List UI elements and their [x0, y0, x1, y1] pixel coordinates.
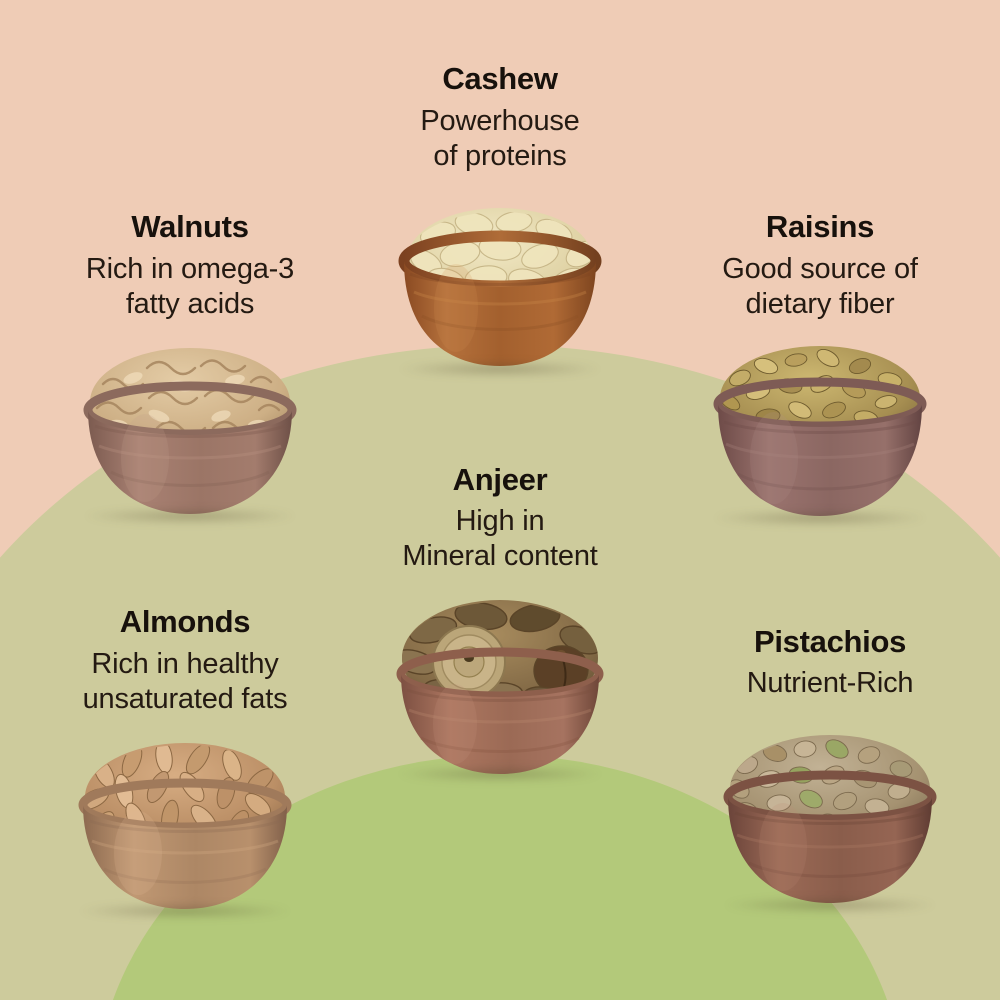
pistachios-desc-line1: Nutrient-Rich	[746, 666, 914, 699]
almonds-desc: Rich in healthy unsaturated fats	[25, 647, 345, 718]
item-pistachios: Pistachios Nutrient-Rich	[680, 624, 980, 914]
walnuts-bowl-wrap	[71, 340, 309, 525]
walnuts-label-block: Walnuts Rich in omega-3 fatty acids	[35, 209, 345, 323]
raisins-label-block: Raisins Good source of dietary fiber	[660, 209, 980, 323]
raisins-bowl-wrap	[700, 340, 940, 527]
walnuts-desc-line2: fatty acids	[125, 288, 255, 321]
anjeer-desc-line2: Mineral content	[402, 540, 598, 573]
almond-bowl-icon	[78, 743, 292, 910]
cashew-desc-line1: Powerhouse	[420, 104, 580, 137]
walnuts-title: Walnuts	[131, 209, 249, 244]
anjeer-bowl-wrap	[385, 596, 615, 783]
almonds-desc-line1: Rich in healthy	[91, 647, 279, 680]
pistachios-bowl-wrap	[711, 731, 949, 914]
pistachios-label-block: Pistachios Nutrient-Rich	[680, 624, 980, 701]
cashew-bowl-wrap	[386, 188, 614, 378]
cashew-label-block: Cashew Powerhouse of proteins	[345, 61, 655, 175]
almonds-bowl-wrap	[66, 739, 304, 920]
almonds-desc-line2: unsaturated fats	[82, 683, 288, 716]
cashew-title: Cashew	[442, 61, 558, 96]
anjeer-desc-line1: High in	[455, 504, 545, 537]
item-raisins: Raisins Good source of dietary fiber	[660, 209, 980, 527]
cashew-desc-line2: of proteins	[433, 140, 567, 173]
pistachios-title: Pistachios	[753, 624, 907, 659]
anjeer-title: Anjeer	[452, 462, 548, 497]
raisins-desc-line1: Good source of	[722, 252, 918, 285]
fig-bowl-icon	[396, 600, 604, 775]
item-anjeer: Anjeer High in Mineral content	[345, 462, 655, 783]
item-walnuts: Walnuts Rich in omega-3 fatty acids	[35, 209, 345, 525]
item-almonds: Almonds Rich in healthy unsaturated fats	[25, 604, 345, 920]
item-cashew: Cashew Powerhouse of proteins	[345, 61, 655, 378]
pistachio-bowl-icon	[723, 735, 937, 904]
almonds-label-block: Almonds Rich in healthy unsaturated fats	[25, 604, 345, 718]
cashew-bowl-shadow	[399, 361, 601, 378]
walnut-bowl-icon	[83, 348, 297, 515]
pistachios-desc: Nutrient-Rich	[680, 666, 980, 701]
walnuts-desc: Rich in omega-3 fatty acids	[35, 252, 345, 323]
raisin-bowl-icon	[713, 346, 927, 517]
raisins-desc: Good source of dietary fiber	[660, 252, 980, 323]
anjeer-label-block: Anjeer High in Mineral content	[345, 462, 655, 575]
almonds-bowl-shadow	[80, 903, 290, 920]
pistachios-bowl-shadow	[725, 897, 935, 914]
raisins-title: Raisins	[765, 209, 875, 244]
cashew-bowl-icon	[398, 208, 602, 367]
walnuts-desc-line1: Rich in omega-3	[85, 252, 295, 285]
anjeer-bowl-shadow	[398, 766, 602, 783]
anjeer-desc: High in Mineral content	[345, 504, 655, 575]
cashew-desc: Powerhouse of proteins	[345, 104, 655, 175]
raisins-desc-line2: dietary fiber	[745, 288, 895, 321]
almonds-title: Almonds	[119, 604, 251, 639]
walnuts-bowl-shadow	[85, 508, 295, 525]
raisins-bowl-shadow	[714, 510, 926, 527]
